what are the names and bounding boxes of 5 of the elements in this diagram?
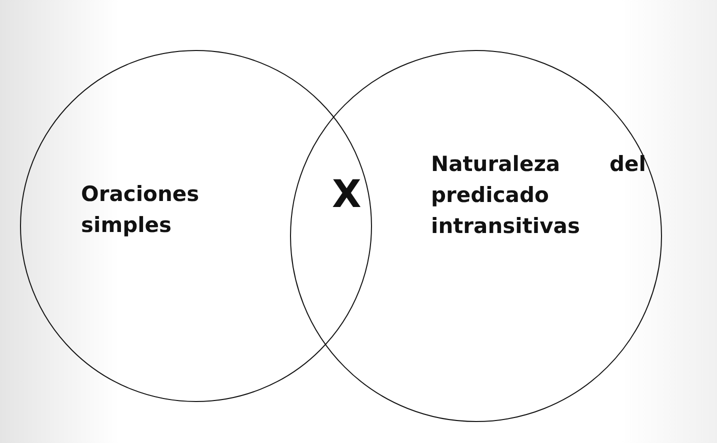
set-label: Naturaleza del predicado intransitivas [431,151,646,240]
intersection-label: X [332,172,362,216]
set-label: Oraciones simples [81,181,200,239]
venn-circle [20,50,372,402]
venn-circle [290,50,662,422]
